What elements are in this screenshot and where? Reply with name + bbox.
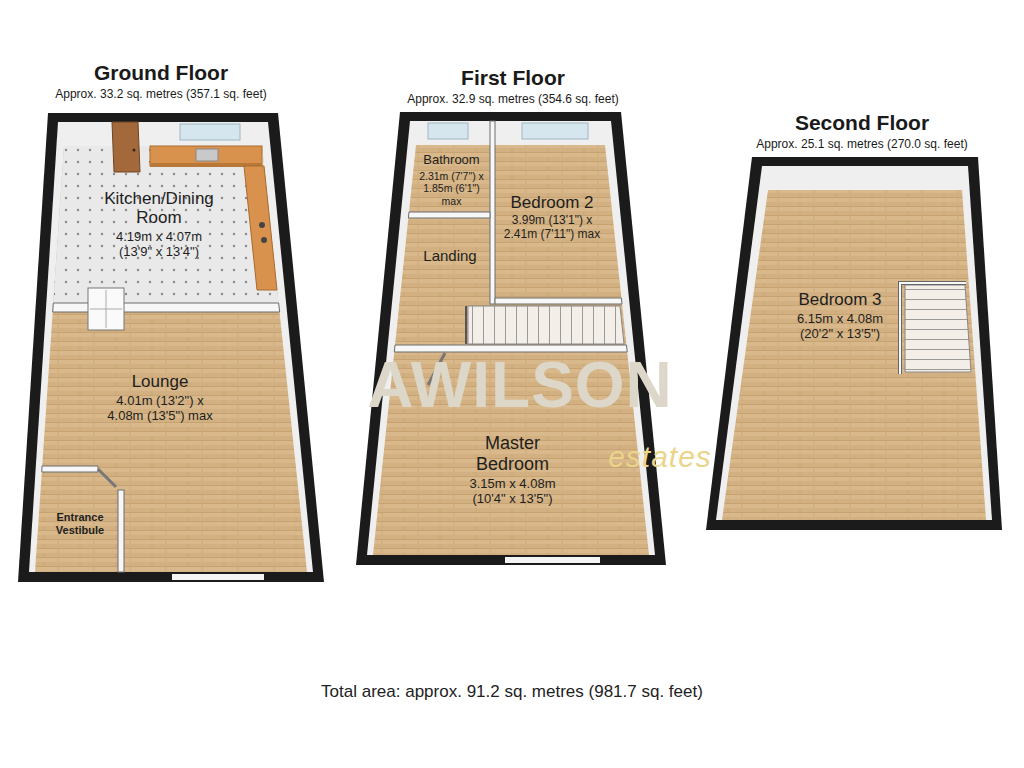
room-name: Kitchen/Dining Room bbox=[100, 189, 218, 228]
interior-wall bbox=[495, 298, 622, 304]
kitchen-counter bbox=[150, 146, 262, 166]
door bbox=[98, 469, 116, 487]
floor-plan: Second FloorApprox. 25.1 sq. metres (270… bbox=[700, 105, 1005, 535]
watermark: AWILSON bbox=[330, 350, 710, 420]
ground-floor-plan bbox=[18, 113, 324, 582]
glazed-door bbox=[88, 288, 124, 330]
interior-wall bbox=[490, 121, 495, 304]
floor-area: Approx. 33.2 sq. metres (357.1 sq. feet) bbox=[11, 88, 311, 102]
interior-wall bbox=[42, 466, 98, 472]
banister bbox=[900, 283, 966, 374]
wood-floor bbox=[35, 146, 307, 572]
hob-ring bbox=[259, 222, 265, 228]
kitchen-counter bbox=[244, 166, 277, 290]
wall-face bbox=[29, 122, 313, 572]
room: Bedroom 36.15m x 4.08m (20'2" x 13'5") bbox=[785, 272, 895, 360]
wall-face bbox=[716, 166, 992, 520]
room-dimensions: 3.99m (13'1") x 2.41m (7'11") max bbox=[497, 214, 607, 242]
window bbox=[180, 124, 240, 140]
room-dimensions: 4.19m x 4.07m (13'9" x 13'4") bbox=[100, 230, 218, 260]
door bbox=[112, 122, 140, 172]
floor-heading-block: Second FloorApprox. 25.1 sq. metres (270… bbox=[712, 111, 1012, 152]
window bbox=[172, 574, 264, 580]
floor-heading: Ground Floor bbox=[11, 61, 311, 85]
staircase bbox=[468, 306, 624, 344]
sink bbox=[196, 149, 218, 161]
room: Bathroom 2.31m (7'7") x 1.85m (6'1") max bbox=[414, 149, 489, 210]
floor-heading: First Floor bbox=[363, 66, 663, 90]
window bbox=[428, 123, 468, 139]
wall-face bbox=[367, 121, 655, 555]
watermark: estates bbox=[600, 440, 720, 473]
interior-wall bbox=[118, 490, 124, 572]
banister bbox=[900, 283, 966, 374]
interior-wall bbox=[408, 212, 490, 218]
room-name: Bedroom 3 bbox=[798, 290, 881, 310]
total-area-caption: Total area: approx. 91.2 sq. metres (981… bbox=[0, 682, 1024, 702]
room: Master Bedroom3.15m x 4.08m (10'4" x 13'… bbox=[455, 420, 570, 520]
room-dimensions: 6.15m x 4.08m (20'2" x 13'5") bbox=[785, 312, 895, 342]
room-name: Landing bbox=[423, 247, 476, 264]
floor-area: Approx. 32.9 sq. metres (354.6 sq. feet) bbox=[363, 93, 663, 107]
wood-floor bbox=[722, 190, 986, 520]
room-name: Master Bedroom bbox=[455, 433, 570, 474]
window bbox=[522, 123, 588, 139]
staircase bbox=[905, 285, 971, 372]
first-floor-plan bbox=[356, 112, 666, 565]
room-name: Entrance Vestibule bbox=[44, 511, 116, 536]
room-name: Bedroom 2 bbox=[510, 193, 593, 213]
outer-wall bbox=[706, 157, 1002, 530]
room-dimensions: 4.01m (13'2") x 4.08m (13'5") max bbox=[100, 394, 220, 424]
room-dimensions: 3.15m x 4.08m (10'4" x 13'5") bbox=[455, 477, 570, 507]
room: Kitchen/Dining Room4.19m x 4.07m (13'9" … bbox=[100, 168, 218, 280]
floor-heading-block: First FloorApprox. 32.9 sq. metres (354.… bbox=[363, 66, 663, 107]
tiled-floor bbox=[53, 146, 278, 303]
floor-plan: First FloorApprox. 32.9 sq. metres (354.… bbox=[355, 60, 670, 570]
outer-wall bbox=[18, 113, 324, 582]
room-name: Bathroom bbox=[423, 153, 479, 168]
hob-ring bbox=[261, 237, 267, 243]
floor-heading: Second Floor bbox=[712, 111, 1012, 135]
window bbox=[505, 557, 600, 563]
door-glazing bbox=[90, 309, 122, 310]
banister bbox=[465, 306, 467, 344]
room: Lounge4.01m (13'2") x 4.08m (13'5") max bbox=[100, 352, 220, 444]
room-name: Lounge bbox=[132, 372, 189, 392]
interior-wall bbox=[53, 303, 280, 312]
floor-plan: Ground FloorApprox. 33.2 sq. metres (357… bbox=[15, 55, 330, 588]
second-floor-plan bbox=[706, 157, 1002, 530]
outer-wall bbox=[356, 112, 666, 565]
room: Bedroom 23.99m (13'1") x 2.41m (7'11") m… bbox=[497, 170, 607, 265]
room-dimensions: 2.31m (7'7") x 1.85m (6'1") max bbox=[414, 170, 489, 206]
room: Entrance Vestibule bbox=[44, 498, 116, 552]
door-handle bbox=[133, 149, 136, 152]
floor-heading-block: Ground FloorApprox. 33.2 sq. metres (357… bbox=[11, 61, 311, 102]
floor-area: Approx. 25.1 sq. metres (270.0 sq. feet) bbox=[712, 138, 1012, 152]
room: Landing bbox=[412, 222, 488, 292]
